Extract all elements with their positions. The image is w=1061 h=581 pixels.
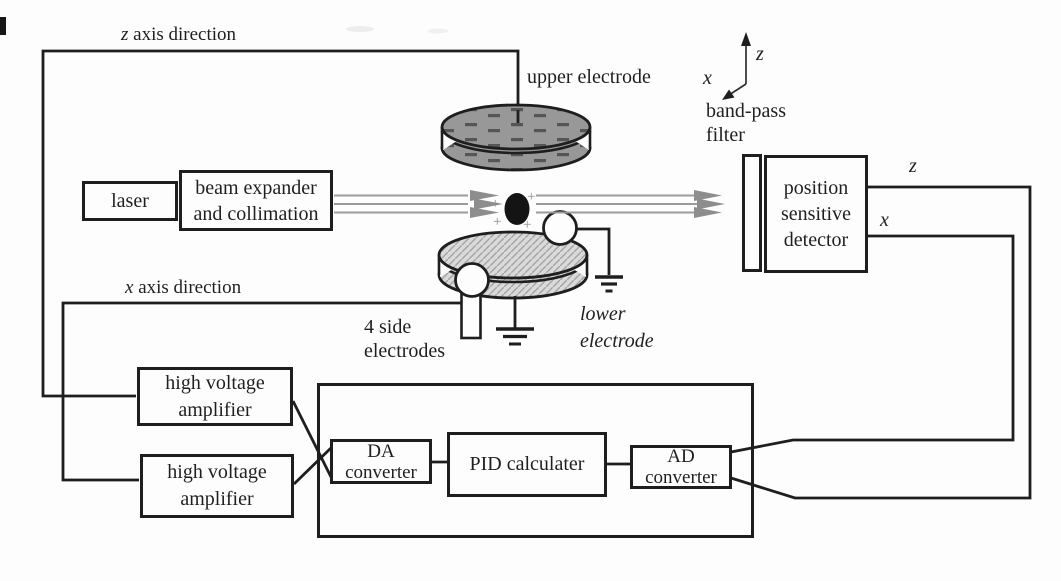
- ad-converter-label-line2: converter: [645, 467, 717, 488]
- ground-symbol-right: [576, 227, 623, 293]
- plus-sign: +: [493, 214, 502, 230]
- laser-label: laser: [111, 189, 149, 212]
- psd-output-x-label: x: [880, 209, 889, 231]
- ad-converter-box: AD converter: [630, 445, 732, 489]
- controller-enclosure-box: [317, 383, 754, 538]
- beam-arrowheads-left: [470, 190, 503, 218]
- hv-amp-1-label-line2: amplifier: [178, 398, 252, 421]
- band-pass-filter-box: [742, 154, 762, 272]
- scan-smudge: [346, 26, 374, 32]
- plus-sign: +: [523, 217, 532, 233]
- psd-label-line1: position: [783, 177, 849, 199]
- wire-psd-x-return: [730, 234, 1015, 454]
- beam-expander-box: beam expander and collimation: [179, 170, 333, 231]
- position-sensitive-detector-box: position sensitive detector: [764, 155, 868, 273]
- beam-arrowheads-right: [694, 190, 725, 218]
- psd-output-z-label: z: [909, 155, 917, 177]
- psd-label-line2: sensitive: [781, 203, 851, 225]
- x-axis-direction-var: x: [125, 277, 134, 298]
- side-electrode-stem: [460, 292, 482, 340]
- frame-x-label: x: [703, 67, 712, 89]
- beam-expander-label-line2: and collimation: [193, 202, 319, 225]
- x-axis-direction-label: x axis direction: [125, 277, 242, 298]
- scan-artifact-mark: [0, 17, 6, 35]
- wire-z-feedback: [41, 49, 520, 398]
- ad-converter-label-line1: AD: [667, 446, 695, 467]
- upper-electrode-label: upper electrode: [527, 66, 651, 88]
- plus-sign: +: [527, 189, 536, 205]
- trapped-particle: [504, 193, 530, 225]
- da-converter-box: DA converter: [330, 439, 432, 484]
- high-voltage-amplifier-1-box: high voltage amplifier: [137, 367, 293, 426]
- pid-calculater-label: PID calculater: [469, 453, 585, 475]
- four-side-electrodes-label: 4 side electrodes: [364, 316, 446, 362]
- laser-beam-left: [334, 194, 468, 214]
- hv-amp-2-label-line1: high voltage: [167, 461, 267, 483]
- pid-calculater-box: PID calculater: [447, 432, 607, 497]
- side-electrode-ball-right: [542, 210, 578, 246]
- side-electrode-ball-left: [454, 262, 490, 298]
- coordinate-frame: [722, 32, 751, 100]
- lower-electrode-label: lower electrode: [580, 303, 654, 352]
- z-axis-direction-var: z: [121, 24, 129, 45]
- wire-hv1-to-da: [291, 400, 335, 482]
- z-axis-direction-label: z axis direction: [121, 24, 237, 45]
- psd-label-line3: detector: [783, 229, 849, 251]
- da-converter-label-line2: converter: [345, 461, 417, 483]
- laser-beam-right: [536, 194, 700, 214]
- hv-amp-2-label-line2: amplifier: [180, 488, 254, 510]
- beam-expander-label-line1: beam expander: [195, 176, 317, 199]
- frame-z-label: z: [756, 43, 764, 65]
- laser-box: laser: [82, 181, 178, 221]
- hv-amp-1-label-line1: high voltage: [165, 371, 265, 394]
- plus-sign: +: [491, 196, 500, 212]
- scan-smudge: [428, 28, 448, 34]
- ground-symbol-center: [496, 296, 534, 346]
- band-pass-filter-label: band-pass filter: [706, 100, 786, 146]
- upper-electrode-disk: [440, 103, 592, 172]
- wire-hv2-to-da: [293, 444, 334, 486]
- wire-x-feedback: [61, 301, 463, 482]
- high-voltage-amplifier-2-box: high voltage amplifier: [140, 454, 294, 518]
- wire-psd-z-return: [730, 185, 1032, 500]
- da-converter-label-line1: DA: [367, 440, 395, 462]
